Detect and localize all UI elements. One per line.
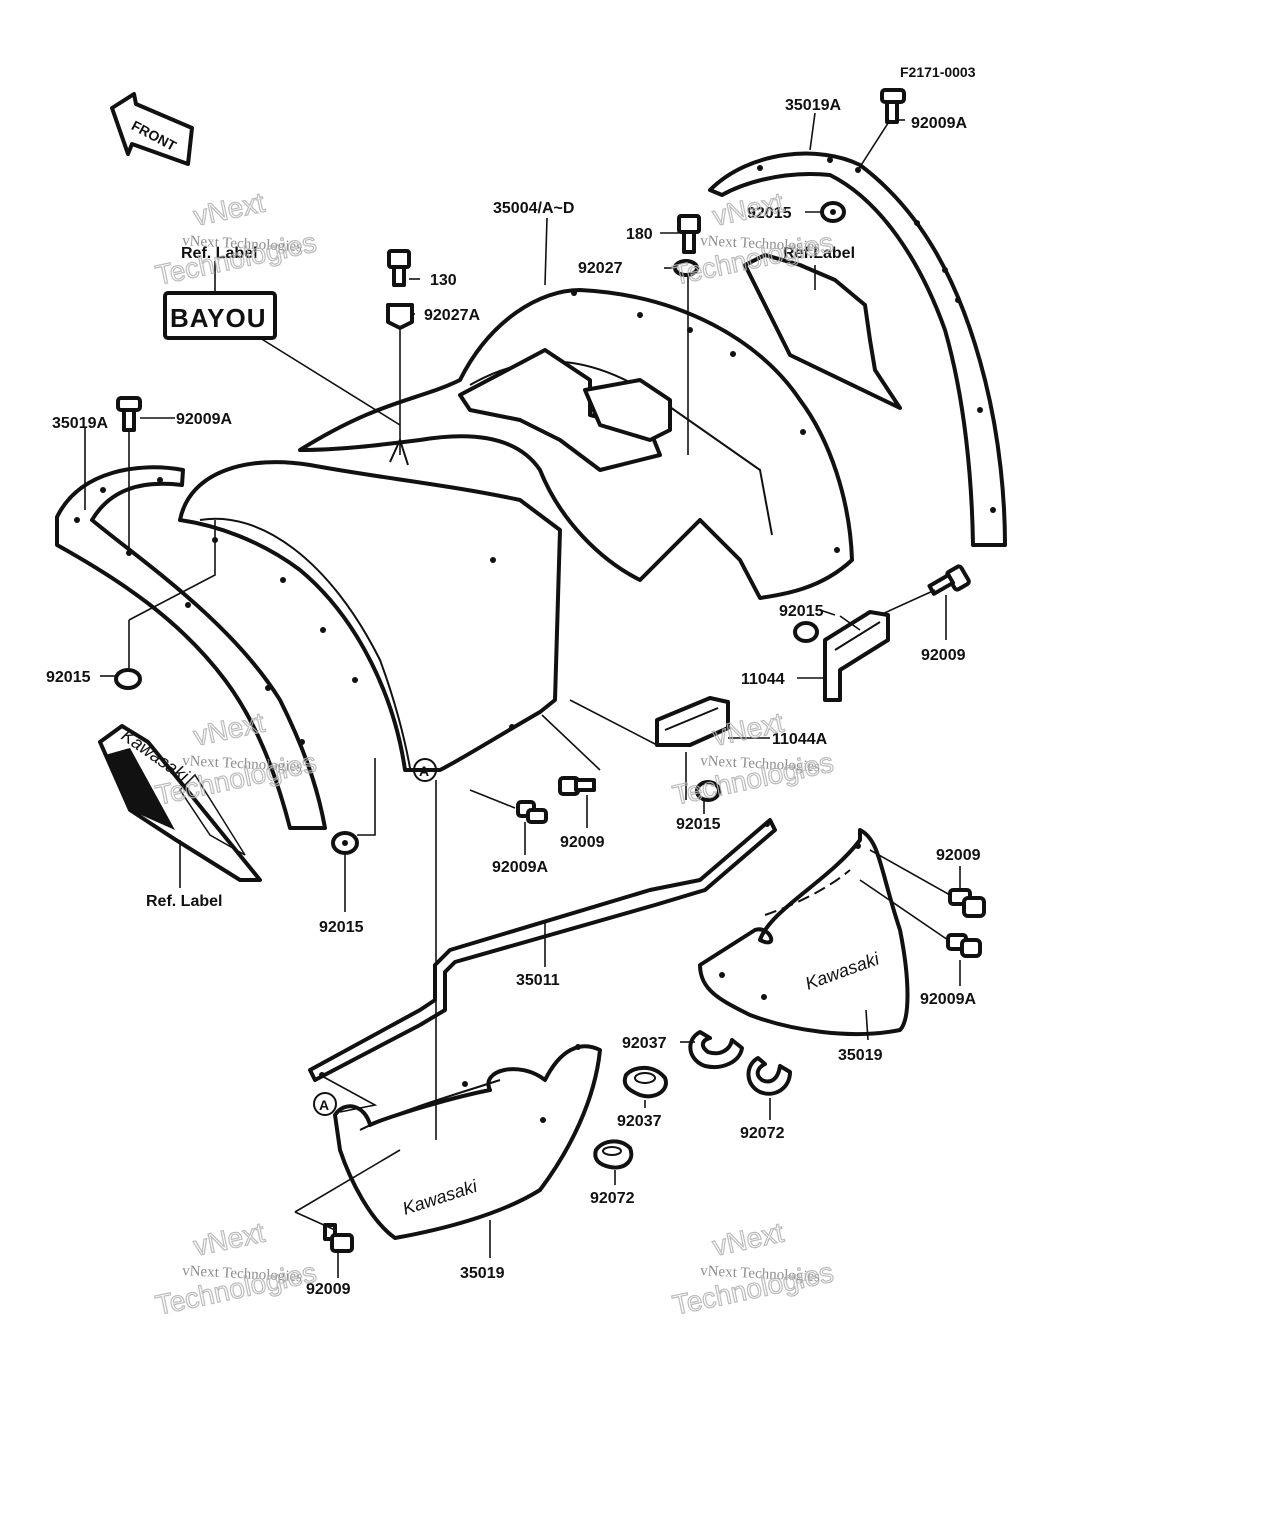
watermark-bottom-right: vNext Technologies vNext Technologies xyxy=(669,1216,837,1321)
label-35019-right: 35019 xyxy=(838,1047,883,1064)
bolt-92009A-top xyxy=(880,88,906,124)
bayou-logo-text: BAYOU xyxy=(170,303,267,333)
ref-label-sheet-top xyxy=(743,253,902,410)
label-92072-a: 92072 xyxy=(740,1125,785,1142)
label-92009-mid: 92009 xyxy=(560,834,605,851)
bolt-130 xyxy=(387,249,411,287)
watermark-top-left: vNext Technologies vNext Technologies xyxy=(152,186,320,291)
clip-92037-a xyxy=(688,1030,744,1069)
bracket-11044 xyxy=(823,610,890,702)
clip-92072-a xyxy=(746,1056,792,1096)
front-arrow-marker: FRONT xyxy=(110,92,194,166)
nut-92015-mid xyxy=(695,780,721,802)
right-mud-flap: Kawasaki xyxy=(698,828,910,1036)
ref-label-top: Ref.Label xyxy=(783,245,855,262)
label-92015-top: 92015 xyxy=(747,205,792,222)
label-35004: 35004/A~D xyxy=(493,200,574,217)
nut-92015-top xyxy=(820,201,846,223)
label-92009A-mid: 92009A xyxy=(492,859,548,876)
svg-text:vNext: vNext xyxy=(191,187,268,232)
svg-text:vNext: vNext xyxy=(710,1217,787,1262)
clip-92037-b xyxy=(622,1065,668,1099)
label-92072-b: 92072 xyxy=(590,1190,635,1207)
svg-text:vNext Technologies: vNext Technologies xyxy=(700,753,821,775)
label-92015-left: 92015 xyxy=(46,669,91,686)
part-labels: 35019A 92009A 35004/A~D 92015 180 92027 … xyxy=(46,97,981,1298)
ref-label-logo: Ref. Label xyxy=(181,245,257,262)
label-92027A: 92027A xyxy=(424,307,480,324)
label-92037-a: 92037 xyxy=(622,1035,667,1052)
callout-a-lower-text: A xyxy=(319,1097,329,1113)
svg-text:vNext Technologies: vNext Technologies xyxy=(700,1263,821,1285)
bolt-92009-mid xyxy=(558,776,596,796)
nut-92015-left xyxy=(114,668,142,690)
label-35011: 35011 xyxy=(516,972,560,989)
label-92009A-top: 92009A xyxy=(911,115,967,132)
label-180: 180 xyxy=(626,226,653,243)
label-92015-right: 92015 xyxy=(779,603,824,620)
bolt-180 xyxy=(677,214,701,254)
label-35019-bottom: 35019 xyxy=(460,1265,505,1282)
svg-text:vNext Technologies: vNext Technologies xyxy=(182,1263,303,1285)
label-92009-bottom: 92009 xyxy=(306,1281,351,1298)
ref-label-kawasaki: Ref. Label xyxy=(146,893,222,910)
callout-a-upper: A xyxy=(413,758,437,782)
svg-text:vNext Technologies: vNext Technologies xyxy=(700,233,821,255)
callout-a-upper-text: A xyxy=(419,763,429,779)
svg-text:vNext: vNext xyxy=(191,1217,268,1262)
svg-text:vNext Technologies: vNext Technologies xyxy=(182,233,303,255)
svg-text:vNext Technologies: vNext Technologies xyxy=(182,753,303,775)
label-92009-right: 92009 xyxy=(921,647,966,664)
label-92037-b: 92037 xyxy=(617,1113,662,1130)
bolt-92009A-left xyxy=(116,396,142,432)
bolt-92009-bottom xyxy=(323,1223,354,1253)
svg-text:vNext: vNext xyxy=(191,707,268,752)
bottom-mud-flap: Kawasaki xyxy=(333,1044,602,1240)
clip-92072-b xyxy=(593,1139,634,1170)
label-92027: 92027 xyxy=(578,260,623,277)
label-92009-r2: 92009 xyxy=(936,847,981,864)
figure-code: F2171-0003 xyxy=(900,64,976,80)
label-11044A: 11044A xyxy=(772,731,828,748)
right-fender-flap xyxy=(708,151,1007,547)
label-92015-mid: 92015 xyxy=(676,816,721,833)
washer-92027A xyxy=(386,303,414,330)
bolt-92009A-right xyxy=(946,933,982,958)
label-35019A-left: 35019A xyxy=(52,415,108,432)
nut-92015-right xyxy=(793,621,819,643)
kawasaki-side-label: Kawasaki xyxy=(98,724,262,882)
label-92009A-right: 92009A xyxy=(920,991,976,1008)
left-fender xyxy=(178,460,562,772)
label-130: 130 xyxy=(430,272,457,289)
nut-92015-bottom xyxy=(331,831,359,855)
bayou-logo-label: BAYOU xyxy=(163,291,277,340)
bolt-92009-right xyxy=(927,564,971,596)
label-11044: 11044 xyxy=(741,671,785,688)
label-35019A-top: 35019A xyxy=(785,97,841,114)
label-92015-bottom: 92015 xyxy=(319,919,364,936)
leader-lines xyxy=(84,112,961,1278)
main-fender xyxy=(298,288,854,600)
label-92009A-left: 92009A xyxy=(176,411,232,428)
bolt-92009A-mid xyxy=(516,800,548,824)
callout-a-lower: A xyxy=(313,1092,337,1116)
bolt-92009-r2 xyxy=(948,888,986,918)
watermark-bottom-left: vNext Technologies vNext Technologies xyxy=(152,1216,320,1321)
